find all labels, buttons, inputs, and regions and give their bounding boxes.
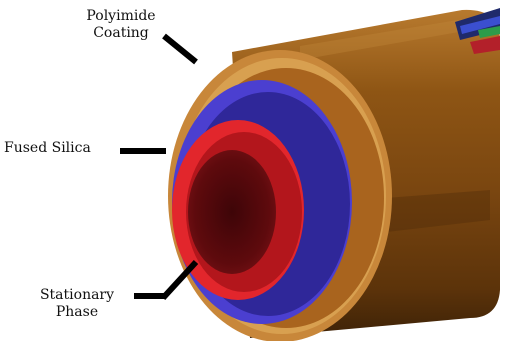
polyimide-label-line1: Polyimide <box>66 8 176 25</box>
fused-silica-label: Fused Silica <box>4 140 118 157</box>
polyimide-label-line2: Coating <box>66 25 176 42</box>
stationary-label-line1: Stationary <box>22 287 132 304</box>
column-bore <box>188 150 276 274</box>
stationary-label-line2: Phase <box>22 304 132 321</box>
stationary-phase-label: Stationary Phase <box>22 287 132 321</box>
polyimide-coating-label: Polyimide Coating <box>66 8 176 42</box>
